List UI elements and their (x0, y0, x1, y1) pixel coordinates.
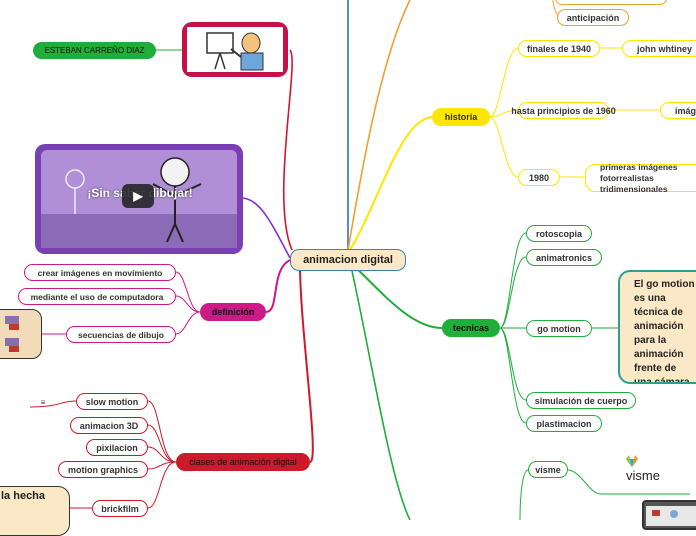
connector-lines (29, 0, 690, 520)
go-motion-description: El go motion es una técnica de animación… (618, 270, 696, 384)
animation-sequence-image[interactable] (0, 309, 42, 359)
top-orange-node-fragment[interactable] (555, 0, 667, 5)
historia-item-1960[interactable]: hasta principios de 1960 (511, 102, 616, 119)
historia-detail-1980[interactable]: primeras imágenes fotorrealistas tridime… (585, 162, 696, 194)
tecnica-simulacion-cuerpo[interactable]: simulación de cuerpo (526, 392, 636, 409)
slow-motion-notes-icon[interactable]: ≡ (40, 397, 46, 407)
definicion-item-crear[interactable]: crear imágenes en movimiento (24, 264, 176, 281)
historia-item-1980[interactable]: 1980 (518, 169, 560, 186)
sprite-frames-illustration (5, 316, 19, 352)
anticipacion-node[interactable]: anticipación (557, 9, 629, 26)
clase-brickfilm[interactable]: brickfilm (92, 500, 148, 517)
clases-node[interactable]: clases de animación digital (176, 453, 310, 471)
historia-detail-john-whitney[interactable]: john whtiney (622, 40, 696, 57)
tecnica-go-motion[interactable]: go motion (526, 320, 592, 337)
historia-item-1940[interactable]: finales de 1940 (518, 40, 600, 57)
central-topic[interactable]: animacion digital (290, 249, 406, 271)
clase-motion-graphics[interactable]: motion graphics (58, 461, 148, 478)
play-button-icon[interactable]: ▶ (122, 184, 154, 208)
author-picture[interactable] (182, 22, 288, 77)
visme-logo[interactable] (620, 455, 664, 485)
tecnica-rotoscopia[interactable]: rotoscopia (526, 225, 592, 242)
tecnica-plastimacion[interactable]: plastimacion (526, 415, 602, 432)
clase-animacion-3d[interactable]: animacion 3D (70, 417, 148, 434)
clase-pixilacion[interactable]: pixilacion (86, 439, 148, 456)
presenter-illustration (187, 27, 283, 72)
historia-node[interactable]: historia (432, 108, 490, 126)
visme-logo-icon (626, 455, 638, 467)
bottom-right-thumbnail[interactable] (642, 500, 696, 530)
tecnica-animatronics[interactable]: animatronics (526, 249, 602, 266)
visme-node[interactable]: visme (528, 461, 568, 478)
visme-logo-text: visme (626, 467, 660, 483)
historia-detail-imagenes[interactable]: imágenes (660, 102, 696, 119)
definicion-node[interactable]: definición (200, 303, 266, 321)
tecnicas-node[interactable]: tecnicas (442, 319, 500, 337)
author-name-node[interactable]: ESTEBAN CARREÑO DIAZ (33, 42, 156, 59)
definicion-item-computadora[interactable]: mediante el uso de computadora (18, 288, 176, 305)
definicion-item-secuencias[interactable]: secuencias de dibujo (66, 326, 176, 343)
clases-note-card: la hecha (0, 486, 70, 536)
screen-thumbnail-illustration (646, 506, 696, 526)
clase-slow-motion[interactable]: slow motion (76, 393, 148, 410)
